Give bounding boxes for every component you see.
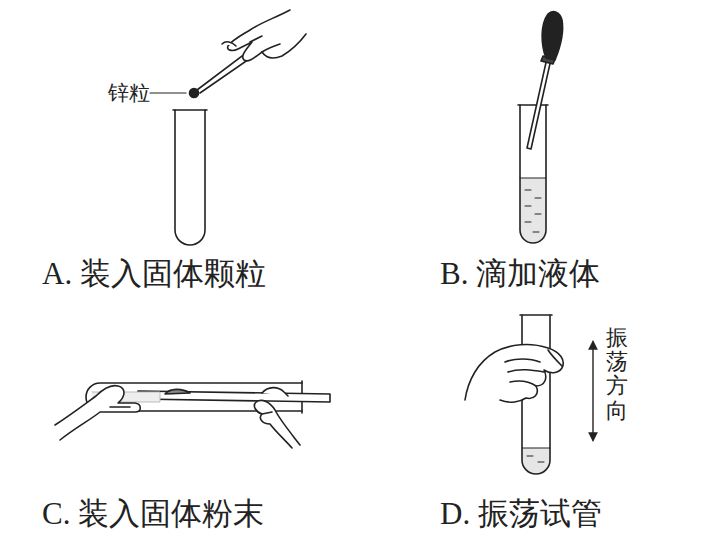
caption: D. 振荡试管 xyxy=(440,493,602,535)
hand-a xyxy=(222,10,306,61)
caption: B. 滴加液体 xyxy=(440,253,600,295)
shake-direction-arrow xyxy=(592,342,593,440)
part-label: 锌粒 xyxy=(108,79,150,107)
hand-d xyxy=(465,345,563,403)
direction-label: 振荡方向 xyxy=(606,326,628,423)
dropper xyxy=(527,12,563,149)
zinc-granule xyxy=(190,89,199,98)
leader-line xyxy=(150,92,186,93)
hand-left xyxy=(55,386,140,440)
test-tube-a xyxy=(173,110,207,245)
caption: A. 装入固体颗粒 xyxy=(42,253,266,295)
hand-right xyxy=(254,388,300,448)
caption: C. 装入固体粉末 xyxy=(42,493,264,535)
paper-trough xyxy=(138,389,330,402)
